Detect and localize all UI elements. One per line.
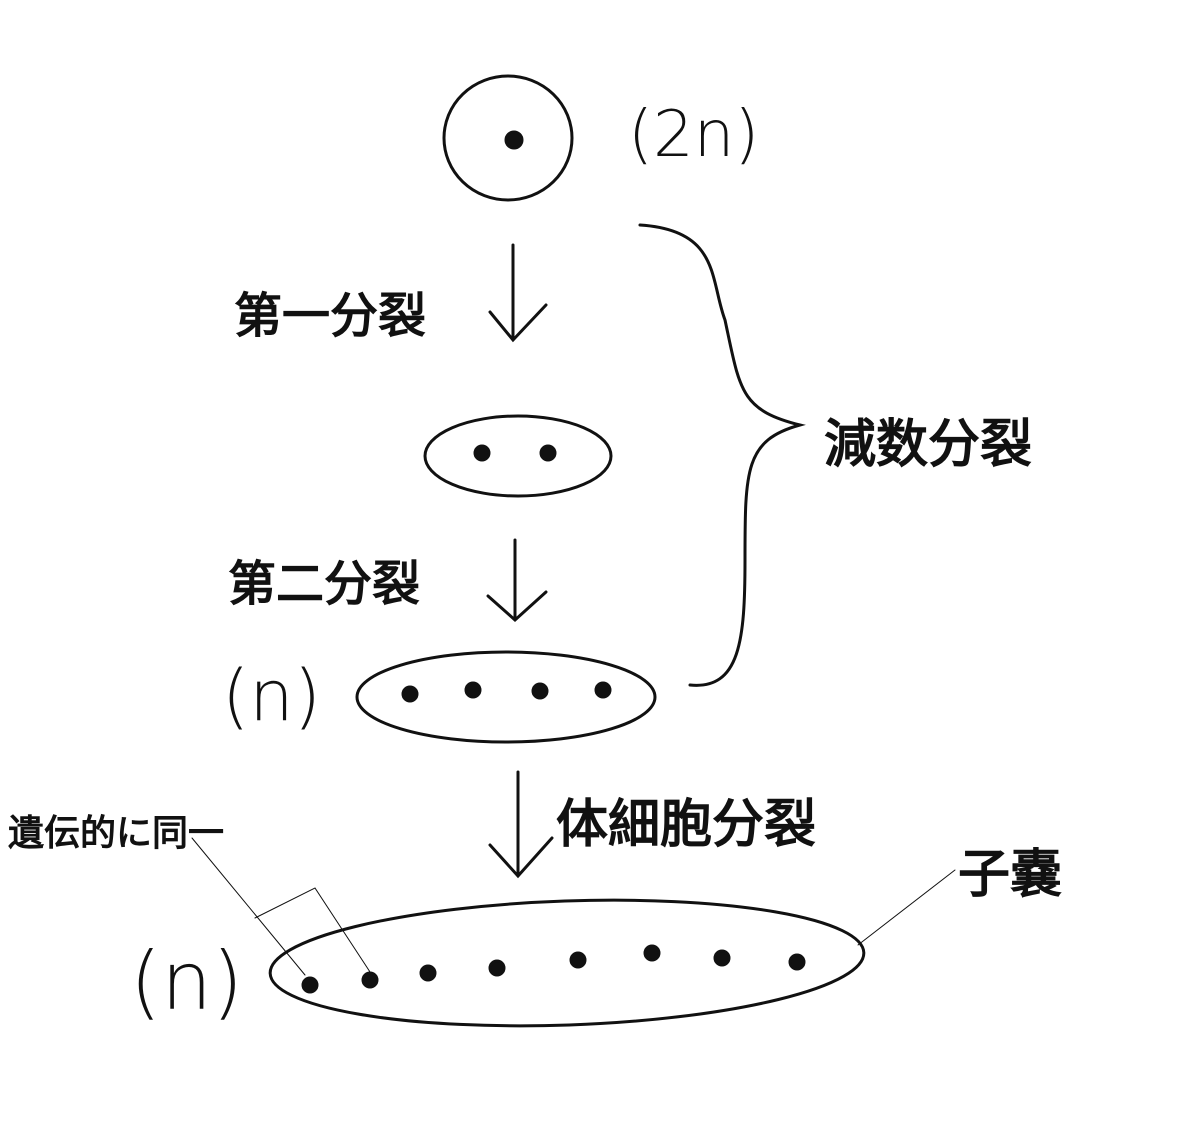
nucleus: [401, 685, 419, 703]
ascospore: [569, 951, 587, 969]
arrow-mitosis: [488, 770, 554, 879]
nucleus: [504, 130, 524, 150]
diploid-cell: [442, 74, 574, 202]
ascospore: [488, 959, 506, 977]
genetically-identical-label: 遺伝的に同一: [8, 813, 225, 854]
nucleus: [531, 682, 549, 700]
ascospore: [301, 976, 319, 994]
ploidy-2n-label: (2n): [628, 98, 760, 172]
ploidy-n-ascus-label: (n): [130, 935, 244, 1028]
ascospore: [713, 949, 731, 967]
second-division-label: 第二分裂: [228, 556, 421, 612]
first-division-label: 第一分裂: [234, 288, 427, 344]
mitosis-label: 体細胞分裂: [556, 795, 817, 855]
ascus-cell: [268, 898, 866, 1028]
nucleus: [473, 444, 491, 462]
dyad-cell: [423, 414, 613, 498]
nucleus: [464, 681, 482, 699]
identical-leader: [191, 837, 373, 976]
ascospore: [788, 953, 806, 971]
nucleus: [594, 681, 612, 699]
ascospore: [361, 971, 379, 989]
meiosis-brace: [638, 223, 806, 687]
arrow-second-division: [486, 538, 548, 623]
tetrad-cell: [355, 650, 657, 744]
arrow-first-division: [488, 243, 548, 343]
ascus-label: 子嚢: [958, 845, 1063, 905]
nucleus: [539, 444, 557, 462]
meiosis-label: 減数分裂: [824, 415, 1033, 475]
ploidy-n-tetrad-label: (n): [222, 655, 321, 737]
ascospore: [419, 964, 437, 982]
ascospore: [643, 944, 661, 962]
ascus-leader-line: [857, 869, 956, 946]
